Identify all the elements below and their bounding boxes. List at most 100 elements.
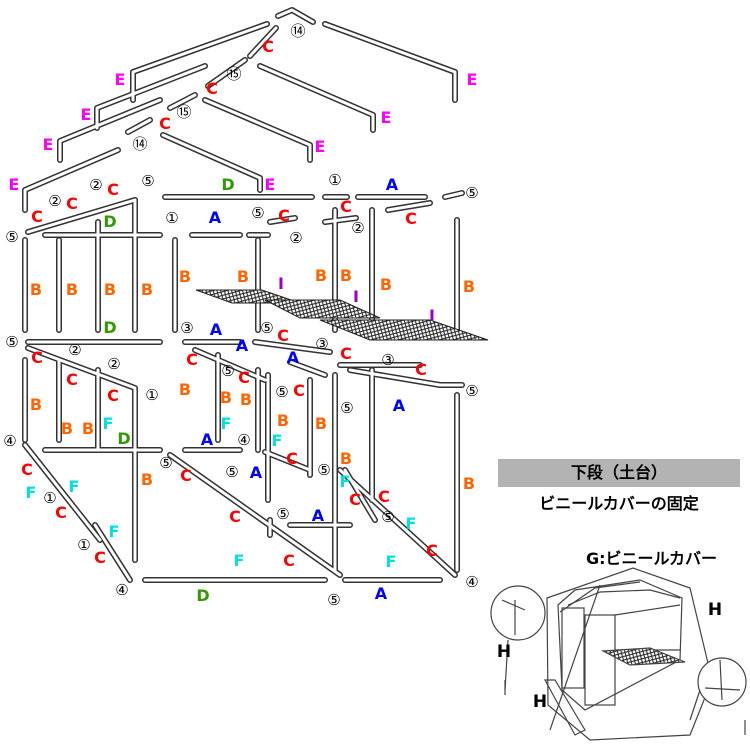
vinyl-cover-label: G:ビニールカバー: [586, 549, 718, 568]
joint-number-label: ⑤: [159, 454, 173, 472]
part-label-c: C: [378, 487, 390, 506]
part-label-b: B: [236, 267, 250, 286]
joint-number-label: ①: [43, 489, 57, 507]
part-label-e: E: [380, 108, 392, 127]
joint-number-label: ⑤: [260, 319, 274, 337]
joint-number-label: ⑮: [176, 103, 192, 121]
part-label-b: B: [276, 411, 290, 430]
joint-number-label: ①: [77, 536, 91, 554]
joint-number-label: ⑤: [275, 383, 289, 401]
part-label-c: C: [21, 460, 33, 479]
part-label-b: B: [103, 280, 117, 299]
pipe: [193, 348, 267, 382]
pipe: [93, 523, 132, 582]
part-label-e: E: [8, 175, 20, 194]
joint-number-label: ⑤: [221, 362, 235, 380]
joint-number-label: ②: [68, 341, 82, 359]
joint-number-label: ③: [180, 319, 194, 337]
part-label-b: B: [65, 280, 79, 299]
part-label-f: F: [108, 522, 120, 541]
part-label-b: B: [219, 388, 233, 407]
part-label-f: F: [102, 414, 114, 433]
part-label-c: C: [229, 507, 241, 526]
part-label-b: B: [60, 419, 74, 438]
pipe: [443, 191, 464, 199]
part-label-b: B: [140, 280, 154, 299]
part-label-b: B: [81, 419, 95, 438]
part-label-c: C: [107, 386, 119, 405]
part-label-a: A: [311, 506, 325, 525]
pipe: [323, 22, 457, 102]
pipe: [338, 468, 457, 577]
pipe: [263, 450, 312, 472]
joint-number-label: ③: [381, 351, 395, 369]
joint-number-label: ④: [237, 431, 251, 449]
part-label-e: E: [42, 135, 54, 154]
part-label-c: C: [293, 381, 305, 400]
pipe: [248, 26, 278, 58]
part-label-c: C: [159, 114, 171, 133]
part-label-c: C: [349, 490, 361, 509]
part-label-c: C: [186, 350, 198, 369]
part-label-c: C: [94, 548, 106, 567]
pipe: [253, 340, 332, 354]
part-label-b: B: [339, 266, 353, 285]
joint-number-label: ④: [115, 581, 129, 599]
joint-number-label: ②: [48, 192, 62, 210]
part-label-c: C: [340, 344, 352, 363]
joint-number-label: ②: [107, 355, 121, 373]
part-label-f: F: [339, 472, 351, 491]
part-label-c: C: [286, 449, 298, 468]
part-label-c: C: [277, 326, 289, 345]
pipe: [206, 58, 247, 88]
part-label-c: C: [415, 360, 427, 379]
joint-number-label: ⑤: [465, 184, 479, 202]
part-label-c: C: [55, 503, 67, 522]
pipe: [268, 216, 297, 224]
pipe: [258, 64, 375, 132]
part-label-a: A: [208, 208, 222, 227]
part-label-d: D: [196, 586, 210, 605]
section-subtitle: ビニールカバーの固定: [539, 494, 699, 513]
part-label-d: D: [103, 212, 117, 231]
part-label-f: F: [385, 552, 397, 571]
pipe: [26, 198, 137, 234]
part-label-e: E: [80, 105, 92, 124]
pipe: [276, 8, 315, 24]
pipe: [288, 360, 327, 377]
joint-number-label: ⑭: [290, 22, 306, 40]
pipe: [168, 93, 197, 110]
part-label-i: I: [278, 274, 284, 293]
part-label-b: B: [462, 277, 476, 296]
joint-number-label: ⑤: [276, 505, 290, 523]
part-label-b: B: [140, 470, 154, 489]
pipe: [160, 132, 263, 193]
pipe: [322, 21, 458, 103]
joint-number-label: ④: [465, 573, 479, 591]
joint-number-label: ⑤: [381, 508, 395, 526]
part-label-f: F: [220, 414, 232, 433]
part-label-d: D: [221, 175, 235, 194]
part-label-e: E: [264, 175, 276, 194]
part-label-f: F: [405, 514, 417, 533]
part-label-a: A: [385, 175, 399, 194]
part-label-f: F: [233, 551, 245, 570]
part-label-b: B: [239, 390, 253, 409]
part-label-h: H: [532, 692, 548, 712]
part-label-d: D: [117, 429, 131, 448]
joint-number-label: ⑤: [5, 333, 19, 351]
pipe: [168, 453, 342, 577]
shelf-nets: [195, 289, 489, 341]
pipe: [348, 368, 442, 387]
pipe: [386, 201, 432, 212]
part-label-e: E: [314, 137, 326, 156]
part-label-a: A: [392, 396, 406, 415]
part-label-a: A: [286, 348, 300, 367]
part-label-c: C: [66, 370, 78, 389]
part-label-b: B: [178, 380, 192, 399]
pipe: [131, 22, 269, 102]
part-label-e: E: [114, 70, 126, 89]
part-label-a: A: [374, 584, 388, 603]
part-label-a: A: [200, 430, 214, 449]
part-label-b: B: [178, 267, 192, 286]
